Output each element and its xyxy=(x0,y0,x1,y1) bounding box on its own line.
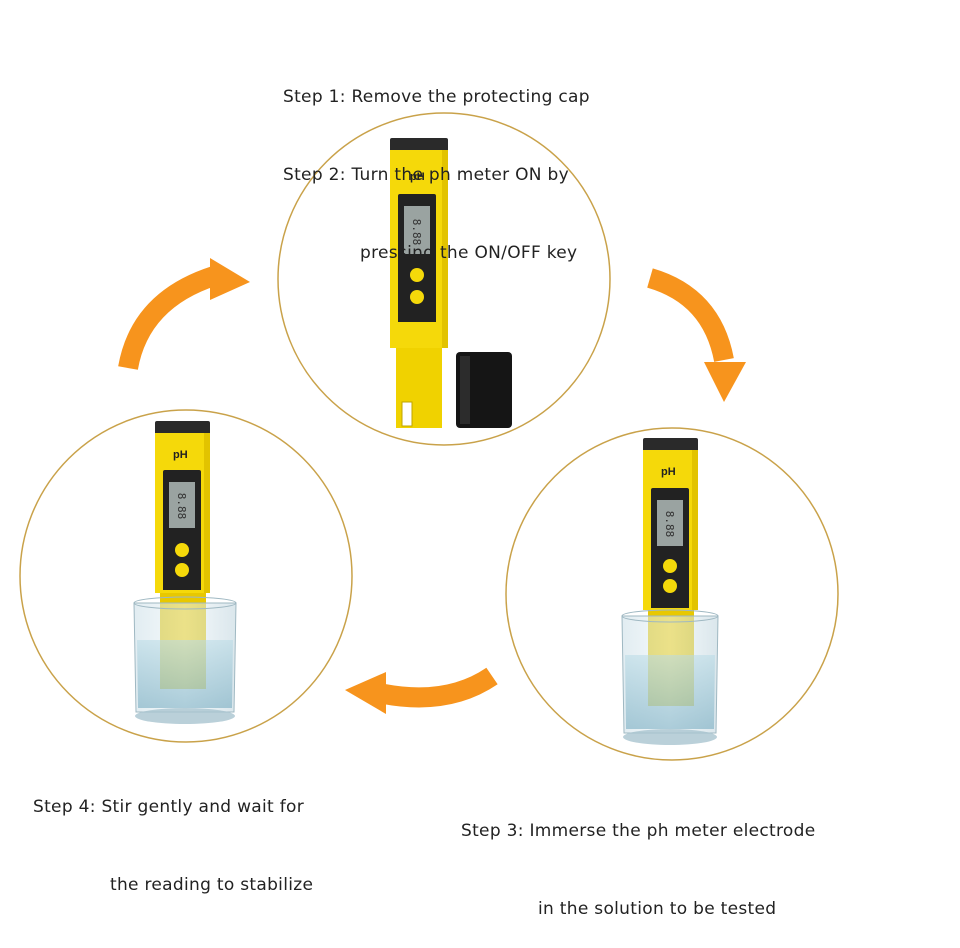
water-glass-left xyxy=(133,596,237,724)
caption-step-4: Step 4: Stir gently and wait for the rea… xyxy=(33,742,313,924)
meter-label: pH xyxy=(410,171,425,183)
arrow-top-right xyxy=(646,268,746,402)
meter-label: pH xyxy=(661,466,676,478)
meter-display: 8.88 xyxy=(663,511,676,538)
meter-label: pH xyxy=(173,449,188,461)
step2-text-line2: pressing the ON/OFF key xyxy=(360,243,578,263)
step4-text-line2: the reading to stabilize xyxy=(110,875,314,895)
arrow-bottom xyxy=(345,667,498,714)
step4-text-line1: Step 4: Stir gently and wait for xyxy=(33,797,304,817)
step3-text-line1: Step 3: Immerse the ph meter electrode xyxy=(461,821,816,841)
ph-meter-top: pH 8.88 xyxy=(390,138,448,428)
meter-display: 8.88 xyxy=(175,493,188,520)
protective-cap xyxy=(456,352,512,428)
step3-text-line2: in the solution to be tested xyxy=(538,899,777,919)
step1-text: Step 1: Remove the protecting cap xyxy=(283,87,590,107)
arrow-top-left xyxy=(118,258,250,371)
step2-text-line1: Step 2: Turn the ph meter ON by xyxy=(283,165,569,185)
caption-steps-1-2: Step 1: Remove the protecting cap Step 2… xyxy=(283,32,590,292)
caption-step-3: Step 3: Immerse the ph meter electrode i… xyxy=(461,766,816,948)
ph-meter-instructions-diagram: pH 8.88 pH 8.88 pH 8.88 xyxy=(19,112,839,761)
water-glass-right xyxy=(621,609,719,745)
meter-display: 8.88 xyxy=(410,219,423,246)
